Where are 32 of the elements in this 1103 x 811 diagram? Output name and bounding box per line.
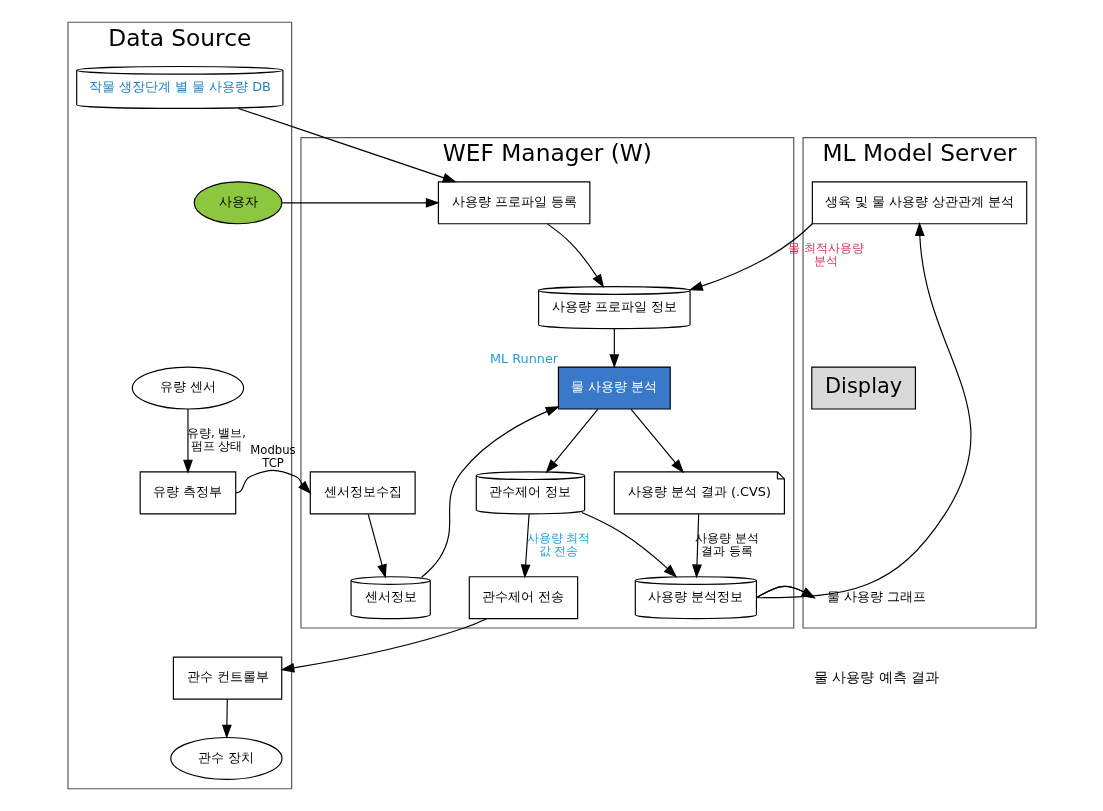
node-box: 관수제어 전송 (468, 576, 578, 620)
arrow (221, 698, 232, 739)
node-box: 물 사용량 분석 (557, 366, 671, 410)
arrow (234, 469, 311, 495)
arrow (545, 408, 598, 474)
arrow (420, 406, 560, 578)
arrow (281, 197, 440, 208)
arrow (756, 222, 971, 599)
edge-label: 유량, 밸브, 펌프 상태 (186, 425, 246, 453)
arrow (691, 513, 702, 579)
node-box: 관수 컨트롤부 (172, 656, 282, 700)
node-box: 생육 및 물 사용량 상관관계 분석 (811, 181, 1027, 225)
node-box: Display (810, 366, 916, 410)
node-ellipse: 유량 센서 (131, 366, 244, 410)
arrow (520, 513, 531, 579)
node-ellipse: 사용자 (193, 181, 282, 225)
node-ellipse: 관수 장치 (169, 736, 283, 781)
arrow (630, 408, 684, 474)
node-box: 센서정보수집 (309, 471, 416, 515)
node-label: ML Runner (489, 351, 558, 367)
arrow (182, 408, 193, 474)
arrow (237, 107, 457, 183)
label: 물 사용량 예측 결과 (813, 668, 939, 685)
arrow (688, 223, 813, 291)
arrow (608, 328, 619, 369)
arrow (279, 618, 487, 673)
arrow (580, 511, 677, 578)
node-box: 유량 측정부 (139, 471, 236, 515)
arrow (755, 585, 816, 599)
arrow (546, 223, 604, 289)
arrow (367, 513, 387, 579)
node-box: 사용량 프로파일 등록 (437, 181, 590, 225)
